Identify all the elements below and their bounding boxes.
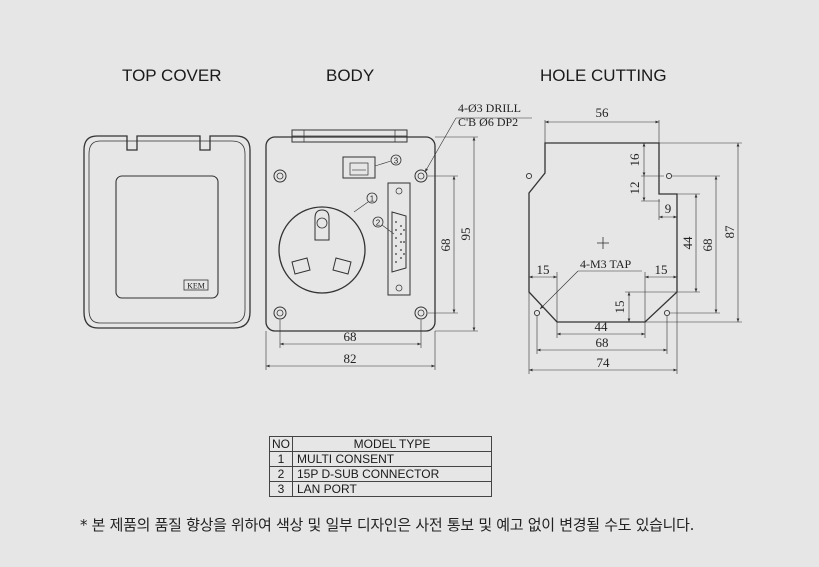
dim-hole-44-v: 44	[680, 236, 695, 250]
dim-body-82-h: 82	[344, 351, 357, 366]
body-view	[265, 117, 532, 370]
dim-body-95-v: 95	[458, 228, 473, 241]
dim-hole-12: 12	[627, 182, 642, 195]
callout-2: 2	[376, 219, 381, 228]
drill-note-2: C'B Ø6 DP2	[458, 115, 518, 129]
dim-hole-68-h: 68	[596, 335, 609, 350]
lan-port	[342, 156, 376, 179]
dsub-connector	[387, 182, 411, 296]
kem-logo-text: KEM	[187, 282, 205, 291]
callout-3: 3	[394, 157, 399, 166]
dim-hole-15-right: 15	[655, 262, 668, 277]
tap-note: 4-M3 TAP	[580, 257, 631, 271]
dim-hole-15-left: 15	[537, 262, 550, 277]
dim-hole-15-v: 15	[612, 301, 627, 314]
model-type-table: NO MODEL TYPE 1 MULTI CONSENT 2 15P D-SU…	[269, 436, 492, 497]
header-model-type: MODEL TYPE	[292, 436, 492, 452]
tap-hole-br	[663, 309, 671, 317]
table-row: 3 LAN PORT	[269, 481, 492, 497]
hole-cutting-view	[525, 120, 742, 374]
dim-hole-74-h: 74	[597, 355, 611, 370]
tap-hole-tl	[525, 172, 533, 180]
tap-hole-bl	[533, 309, 541, 317]
title-hole-cutting: HOLE CUTTING	[540, 66, 667, 85]
mount-hole-tr	[414, 169, 428, 183]
multi-consent-socket	[278, 206, 366, 294]
dim-hole-87-v: 87	[722, 225, 737, 239]
row-type: MULTI CONSENT	[292, 451, 492, 467]
dim-hole-44-h: 44	[595, 319, 609, 334]
header-no: NO	[269, 436, 293, 452]
table-row: 2 15P D-SUB CONNECTOR	[269, 466, 492, 482]
mount-hole-bl	[273, 306, 287, 320]
row-no: 2	[269, 466, 293, 482]
row-type: LAN PORT	[292, 481, 492, 497]
body-outline	[265, 136, 436, 332]
row-no: 1	[269, 451, 293, 467]
center-mark	[597, 237, 609, 249]
callout-1: 1	[370, 195, 375, 204]
top-cover-view	[83, 135, 251, 329]
title-body: BODY	[326, 66, 375, 85]
top-cover-window	[115, 175, 219, 299]
mount-hole-tl	[273, 169, 287, 183]
dim-hole-9: 9	[665, 201, 672, 216]
dim-body-68-h: 68	[344, 329, 357, 344]
drill-note-1: 4-Ø3 DRILL	[458, 101, 521, 115]
dim-hole-56: 56	[596, 105, 610, 120]
table-row: 1 MULTI CONSENT	[269, 451, 492, 467]
row-type: 15P D-SUB CONNECTOR	[292, 466, 492, 482]
top-cover-logo-plate	[183, 279, 209, 291]
mount-hole-br	[414, 306, 428, 320]
hole-cutout-outline	[528, 142, 678, 323]
dim-hole-16: 16	[627, 153, 642, 167]
table-header-row: NO MODEL TYPE	[269, 436, 492, 452]
dim-body-68-v: 68	[438, 239, 453, 252]
title-top-cover: TOP COVER	[122, 66, 222, 85]
row-no: 3	[269, 481, 293, 497]
dim-hole-68-v: 68	[700, 239, 715, 252]
tap-hole-tr	[665, 172, 673, 180]
top-cover-inner-outline	[88, 140, 246, 324]
footnote: * 본 제품의 품질 향상을 위하여 색상 및 일부 디자인은 사전 통보 및 …	[80, 516, 695, 534]
top-cover-outline	[83, 135, 251, 329]
